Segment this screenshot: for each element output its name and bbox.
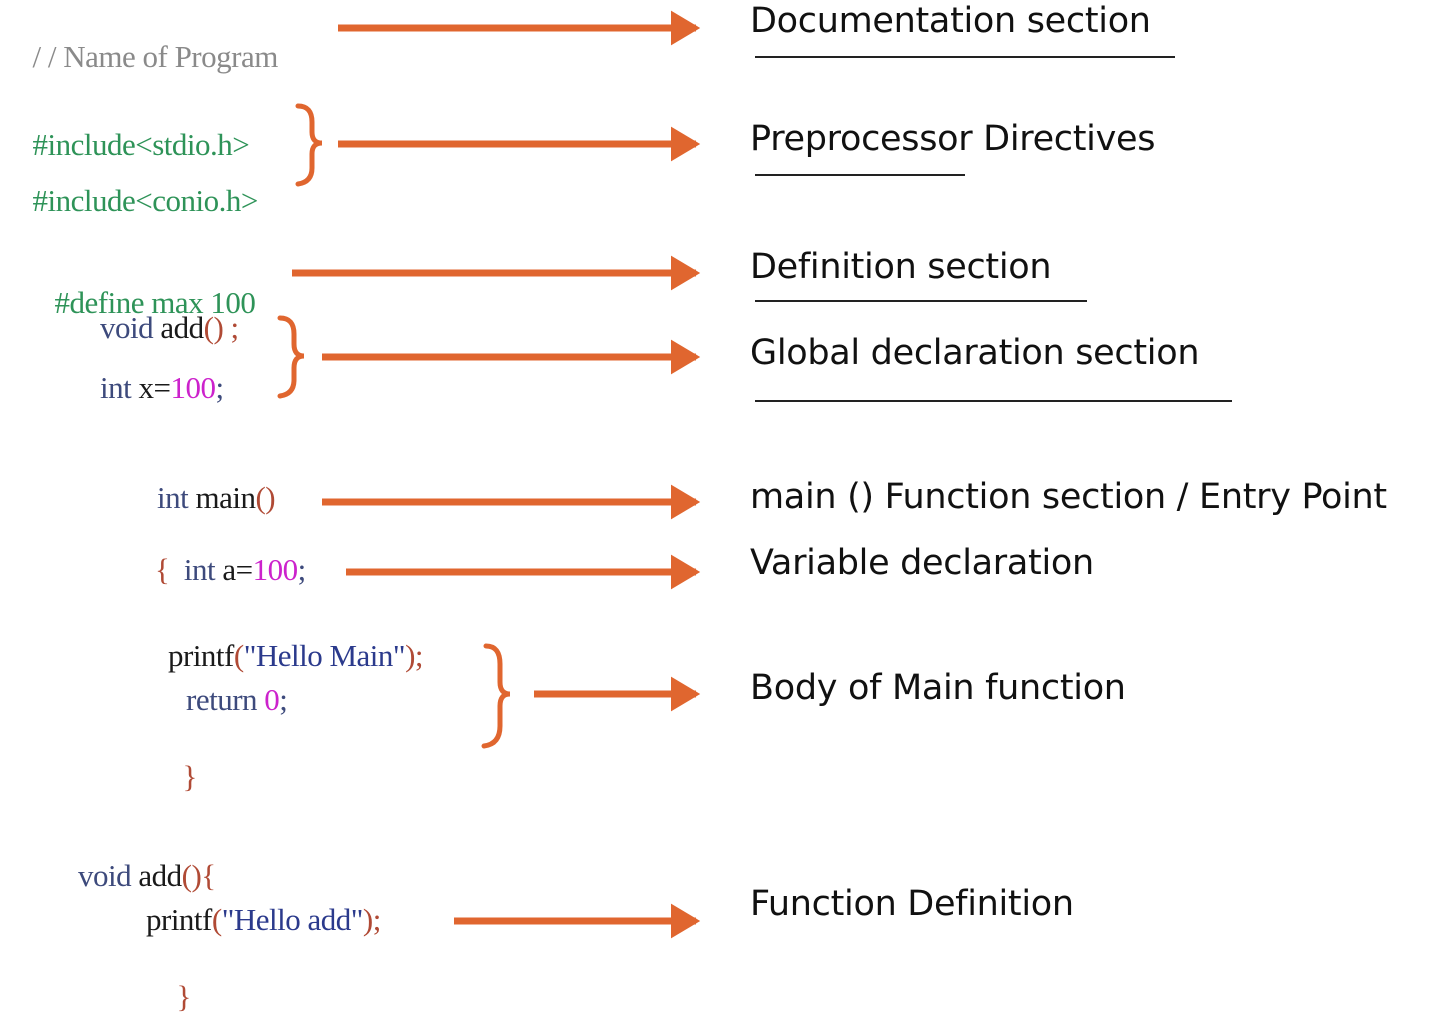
main-open-brace: { <box>155 552 170 587</box>
prototype-keyword: void <box>100 310 154 345</box>
printf-main-string: "Hello Main" <box>243 638 406 673</box>
label-definition: Definition section <box>750 247 1052 287</box>
printf-add-string: "Hello add" <box>221 902 364 937</box>
comment-line: / / Name of Program <box>18 10 279 74</box>
label-documentation: Documentation section <box>750 1 1151 41</box>
main-keyword: int <box>157 480 189 515</box>
underline-global <box>755 400 1232 402</box>
global-var-line: int x=100; <box>100 372 224 403</box>
function-def-name: add <box>138 858 182 893</box>
underline-preprocessor <box>755 174 965 176</box>
local-var-line: { int a=100; <box>155 554 306 585</box>
printf-main-open: ( <box>233 638 244 673</box>
printf-add-open: ( <box>211 902 222 937</box>
brace-body <box>481 643 511 749</box>
label-variable: Variable declaration <box>750 543 1094 583</box>
main-signature-line: int main() <box>157 480 276 515</box>
printf-main-line: printf("Hello Main"); <box>168 638 424 673</box>
local-var-value: 100 <box>252 552 299 587</box>
prototype-name: add <box>160 310 204 345</box>
label-main-function: main () Function section / Entry Point <box>750 477 1387 517</box>
include-conio-text: #include<conio.h> <box>32 183 259 218</box>
prototype-tail: () ; <box>203 310 240 345</box>
function-def-signature-line: void add(){ <box>78 860 216 891</box>
define-line: #define max 100 <box>40 256 256 320</box>
prototype-line: void add() ; <box>100 312 239 343</box>
main-name: main <box>195 480 256 515</box>
local-var-name: a= <box>222 552 253 587</box>
return-value: 0 <box>264 682 280 717</box>
local-var-semi: ; <box>297 552 307 587</box>
label-global: Global declaration section <box>750 333 1200 373</box>
main-close-brace: } <box>182 759 198 794</box>
global-var-value: 100 <box>170 370 216 405</box>
return-keyword: return <box>186 682 258 717</box>
function-def-keyword: void <box>78 858 132 893</box>
label-function-definition: Function Definition <box>750 884 1074 924</box>
include-stdio-line: #include<stdio.h> <box>18 98 250 162</box>
underline-definition <box>755 300 1087 302</box>
connector-graphics <box>277 10 701 939</box>
brace-global <box>277 315 305 399</box>
brace-preprocessor <box>295 103 323 187</box>
function-def-tail: (){ <box>181 858 217 893</box>
include-stdio-text: #include<stdio.h> <box>32 127 250 162</box>
label-preprocessor: Preprocessor Directives <box>750 119 1156 159</box>
define-text: #define max 100 <box>54 285 256 320</box>
underline-documentation <box>755 56 1175 58</box>
global-var-keyword: int <box>100 370 132 405</box>
printf-main-name: printf <box>168 638 234 673</box>
printf-add-line: printf("Hello add"); <box>146 904 381 935</box>
label-body: Body of Main function <box>750 668 1126 708</box>
comment-text: / / Name of Program <box>32 39 279 74</box>
global-var-name: x= <box>138 370 171 405</box>
global-var-semi: ; <box>215 370 224 405</box>
printf-main-close: ); <box>405 638 424 673</box>
main-parens: () <box>255 480 276 515</box>
printf-add-name: printf <box>146 902 212 937</box>
return-line: return 0; <box>186 682 288 717</box>
include-conio-line: #include<conio.h> <box>18 154 259 218</box>
local-var-keyword: int <box>183 552 216 587</box>
return-semi: ; <box>279 682 288 717</box>
main-close-brace-line: } <box>168 730 198 794</box>
printf-add-close: ); <box>362 902 381 937</box>
